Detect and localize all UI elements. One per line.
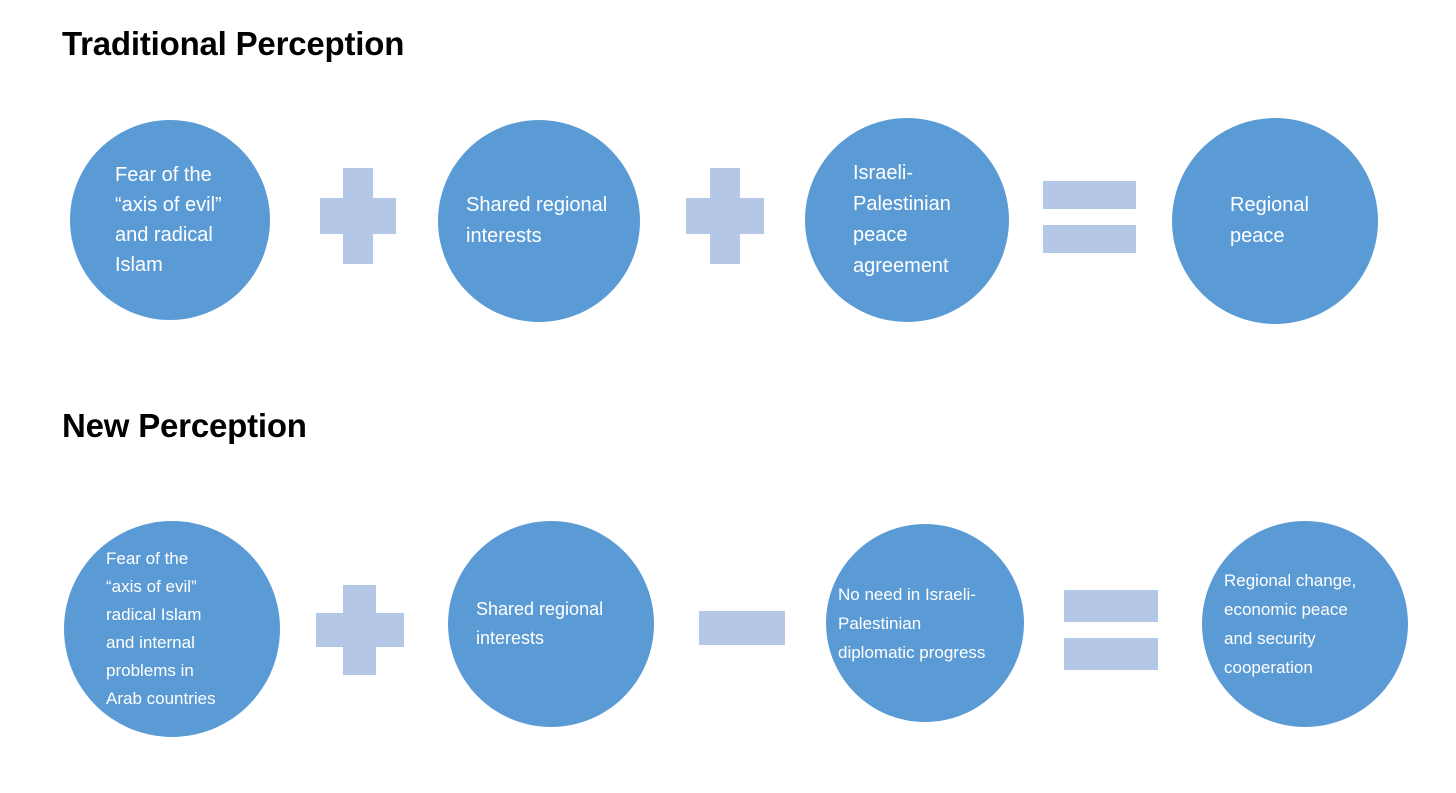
node-shared-regional-interests-2-label: Shared regional interests: [476, 599, 604, 648]
node-no-need-diplomatic-progress[interactable]: No need in Israeli- Palestinian diplomat…: [826, 524, 1024, 722]
operator-plus-icon: [316, 585, 404, 675]
node-israeli-palestinian-peace-agreement[interactable]: Israeli- Palestinian peace agreement: [805, 118, 1009, 322]
node-israeli-palestinian-peace-agreement-label: Israeli- Palestinian peace agreement: [853, 162, 951, 277]
equals-bottom-bar: [1064, 638, 1158, 670]
plus-horizontal-bar: [686, 198, 764, 234]
node-fear-internal-problems[interactable]: Fear of the “axis of evil” radical Islam…: [64, 521, 280, 737]
node-shared-regional-interests-1-label: Shared regional interests: [466, 194, 608, 247]
operator-plus-icon: [686, 168, 764, 264]
plus-horizontal-bar: [320, 198, 396, 234]
node-fear-axis-evil[interactable]: Fear of the “axis of evil” and radical I…: [70, 120, 270, 320]
equals-top-bar: [1064, 590, 1158, 622]
operator-equals-icon: [1043, 181, 1136, 253]
node-regional-peace-label: Regional peace: [1230, 194, 1309, 247]
node-shared-regional-interests-2[interactable]: Shared regional interests: [448, 521, 654, 727]
section-title-new: New Perception: [62, 407, 307, 444]
node-regional-change-economic-peace[interactable]: Regional change, economic peace and secu…: [1202, 521, 1408, 727]
equals-top-bar: [1043, 181, 1136, 209]
section-title-traditional: Traditional Perception: [62, 25, 405, 62]
operator-equals-icon: [1064, 590, 1158, 670]
plus-horizontal-bar: [316, 613, 404, 647]
operator-plus-icon: [320, 168, 396, 264]
node-fear-internal-problems-label: Fear of the “axis of evil” radical Islam…: [106, 549, 216, 708]
node-shared-regional-interests-1[interactable]: Shared regional interests: [438, 120, 640, 322]
node-fear-axis-evil-label: Fear of the “axis of evil” and radical I…: [115, 164, 222, 276]
operator-minus-icon: [699, 611, 785, 645]
node-regional-change-economic-peace-label: Regional change, economic peace and secu…: [1224, 571, 1357, 677]
node-regional-peace[interactable]: Regional peace: [1172, 118, 1378, 324]
node-no-need-diplomatic-progress-label: No need in Israeli- Palestinian diplomat…: [838, 584, 986, 662]
equals-bottom-bar: [1043, 225, 1136, 253]
